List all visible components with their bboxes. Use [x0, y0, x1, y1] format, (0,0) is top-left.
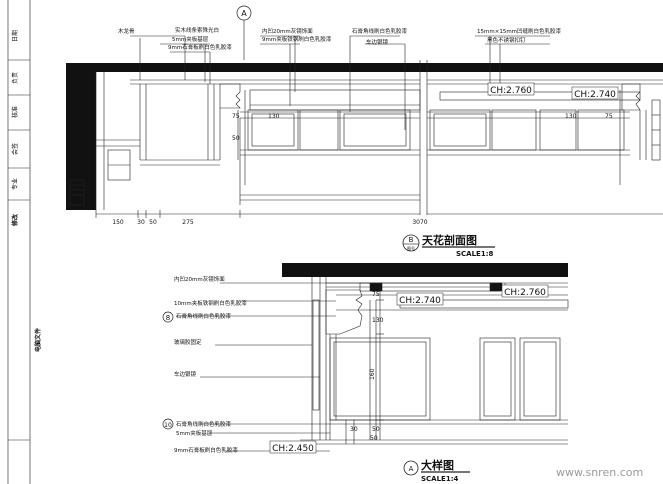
detail-ch-2760: CH:2.760 — [504, 288, 546, 298]
detail-annotation-glass-glue: 玻璃胶固定 — [174, 338, 202, 346]
side-label-date: 日期 — [11, 30, 19, 42]
callout-10: 10 — [164, 422, 172, 429]
section-b-title: 天花剖面图 — [422, 233, 477, 247]
side-label-approval: 核准 — [11, 106, 19, 118]
detail-ch-2450: CH:2.450 — [272, 444, 314, 454]
section-b-dimensions: 150 30 50 275 3070 75 130 75 130 50 — [112, 113, 613, 226]
annotation-wood-trim: 实木线条索殊光白 — [175, 26, 219, 34]
annotation-gypsum-cornice: 石膏角线刷白色乳胶漆 — [352, 27, 408, 35]
dim-3070: 3070 — [412, 219, 427, 226]
dim-150: 150 — [112, 219, 124, 226]
dim-inner-75b: 75 — [605, 113, 613, 120]
section-b-title-block: B 图号 天花剖面图 SCALE1:8 — [402, 233, 495, 258]
dim-30: 30 — [137, 219, 145, 226]
detail-dim-75: 75 — [372, 291, 380, 298]
ch-label-2740: CH:2.740 — [574, 90, 616, 100]
side-label-specialty: 专业 — [11, 178, 19, 190]
dim-inner-130a: 130 — [268, 113, 280, 120]
detail-dim-50: 50 — [372, 426, 380, 433]
annotation-5mm-ply: 5mm夹板基层 — [172, 35, 209, 43]
dim-inner-130b: 130 — [565, 113, 577, 120]
annotation-9mm-gypsum: 9mm石膏板刷白色乳胶漆 — [168, 43, 232, 51]
dim-inner-50: 50 — [232, 135, 240, 142]
dim-275: 275 — [182, 219, 194, 226]
callout-8: 8 — [166, 314, 170, 322]
section-b-marker-letter: B — [409, 236, 414, 244]
detail-ch-labels: CH:2.740 CH:2.760 CH:2.450 — [269, 284, 549, 454]
detail-annotation-bevel-mirror: 车边银镜 — [174, 370, 197, 378]
side-title-strip — [7, 0, 31, 484]
detail-marker-letter: A — [409, 465, 414, 473]
section-b-drawing — [66, 35, 663, 218]
ch-label-2760: CH:2.760 — [490, 86, 532, 96]
detail-scale: SCALE1:4 — [421, 475, 459, 483]
detail-drawing — [176, 263, 569, 452]
side-label-responsible: 负责 — [11, 72, 19, 84]
watermark-text: www.snren.com — [556, 466, 643, 479]
detail-annotation-cornice-2: 石膏角线刷白色乳胶漆 — [176, 420, 232, 428]
detail-title: 大样图 — [421, 458, 454, 472]
section-b-ch-labels: CH:2.760 CH:2.740 — [487, 82, 619, 100]
side-labels: 日期 负责 核准 会签 专业 修改 电脑文件 — [11, 30, 42, 352]
detail-title-block: A 大样图 SCALE1:4 — [403, 458, 470, 483]
detail-annotations: 内凹20mm灰镜饰面 10mm夹板铁钢刷白色乳胶漆 石膏角线刷白色乳胶漆 玻璃胶… — [174, 275, 247, 454]
section-b-annotations: 木龙骨 实木线条索殊光白 5mm夹板基层 9mm石膏板刷白色乳胶漆 内凹20mm… — [118, 26, 562, 51]
section-b-marker-sub: 图号 — [407, 245, 415, 251]
detail-dim-50b: 50 — [370, 435, 378, 442]
side-label-countersign: 会签 — [11, 143, 19, 155]
annotation-bevel-mirror: 车边银镜 — [366, 38, 389, 46]
detail-annotation-9mm-gypsum: 9mm石膏板刷白色乳胶漆 — [174, 446, 238, 454]
detail-callouts: 8 10 — [162, 311, 174, 430]
section-a-marker-letter: A — [241, 9, 247, 18]
detail-annotation-cornice: 石膏角线刷白色乳胶漆 — [176, 312, 232, 320]
section-b-scale: SCALE1:8 — [456, 250, 494, 258]
detail-ch-2740: CH:2.740 — [399, 296, 441, 306]
dim-50: 50 — [149, 219, 157, 226]
annotation-recess-mirror: 内凹20mm灰镜饰面 — [262, 27, 313, 35]
side-label-revision: 修改 — [11, 213, 19, 227]
annotation-9mm-board: 9mm夹板铁钢刷白色乳胶漆 — [262, 35, 332, 43]
detail-annotation-5mm-ply: 5mm夹板基层 — [176, 429, 213, 437]
annotation-black-steel: 黑色不锈钢扣钉 — [487, 36, 526, 44]
annotation-groove: 15mm×15mm凹缝刷白色乳胶漆 — [477, 27, 562, 35]
detail-dimensions: 75 130 160 50 30 50 — [350, 291, 384, 442]
detail-dim-30: 30 — [350, 426, 358, 433]
detail-dim-130: 130 — [372, 317, 384, 324]
section-a-marker: A — [236, 5, 252, 60]
detail-dim-160: 160 — [369, 368, 376, 380]
detail-annotation-10mm-board: 10mm夹板铁钢刷白色乳胶漆 — [174, 299, 247, 307]
side-label-file: 电脑文件 — [34, 328, 42, 352]
annotation-wood-keel: 木龙骨 — [118, 27, 135, 35]
detail-annotation-recess-mirror: 内凹20mm灰镜饰面 — [174, 275, 225, 283]
dim-inner-75a: 75 — [232, 113, 240, 120]
